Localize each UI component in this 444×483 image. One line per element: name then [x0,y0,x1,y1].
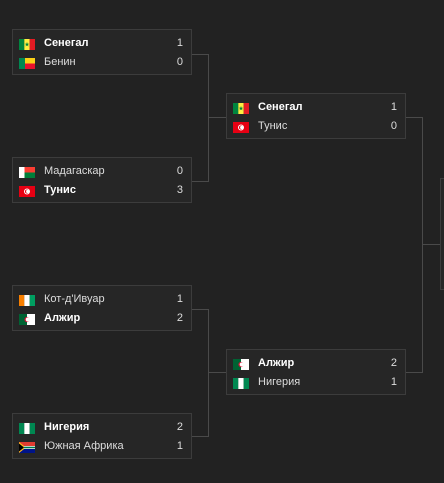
team-name: Алжир [258,357,295,369]
match-card[interactable]: Сенегал 1 Тунис 0 [226,93,406,139]
bracket-connector [208,309,209,437]
team-score: 3 [176,184,183,196]
bracket-connector [422,244,444,245]
team-name: Южная Африка [44,440,124,452]
team-name: Мадагаскар [44,165,105,177]
team-row[interactable]: Сенегал 1 [13,35,191,53]
team-score: 1 [390,101,397,113]
team-score: 1 [390,376,397,388]
team-score: 0 [176,56,183,68]
bracket-connector [192,181,208,182]
bracket-connector [192,54,208,55]
team-score: 2 [176,421,183,433]
team-name: Алжир [44,312,81,324]
team-row[interactable]: Алжир 2 [13,310,191,328]
team-score: 1 [176,37,183,49]
ivory-coast-flag-icon [19,295,35,306]
team-score: 0 [176,165,183,177]
benin-flag-icon [19,58,35,69]
team-row[interactable]: Южная Африка 1 [13,438,191,456]
bracket-connector [406,372,422,373]
team-row[interactable]: Кот-д'Ивуар 1 [13,291,191,309]
team-row[interactable]: Алжир 2 [227,355,405,373]
senegal-flag-icon [233,103,249,114]
team-row[interactable]: Мадагаскар 0 [13,163,191,181]
team-name: Сенегал [258,101,303,113]
team-score: 2 [390,357,397,369]
bracket-connector [406,117,422,118]
madagascar-flag-icon [19,167,35,178]
tunisia-flag-icon [19,186,35,197]
team-score: 0 [390,120,397,132]
nigeria-flag-icon [233,378,249,389]
match-card-final[interactable] [440,178,444,290]
team-name: Бенин [44,56,76,68]
team-row[interactable]: Тунис 3 [13,182,191,200]
bracket-connector [422,117,423,373]
team-row[interactable]: Бенин 0 [13,54,191,72]
bracket-connector [208,117,226,118]
team-name: Тунис [44,184,76,196]
match-card[interactable]: Кот-д'Ивуар 1 Алжир 2 [12,285,192,331]
team-score: 2 [176,312,183,324]
bracket-connector [192,309,208,310]
bracket-connector [208,54,209,182]
team-name: Сенегал [44,37,89,49]
algeria-flag-icon [19,314,35,325]
team-row[interactable]: Сенегал 1 [227,99,405,117]
team-row[interactable]: Тунис 0 [227,118,405,136]
team-name: Кот-д'Ивуар [44,293,105,305]
nigeria-flag-icon [19,423,35,434]
team-score: 1 [176,293,183,305]
match-card[interactable]: Сенегал 1 Бенин 0 [12,29,192,75]
tunisia-flag-icon [233,122,249,133]
south-africa-flag-icon [19,442,35,453]
team-name: Нигерия [44,421,90,433]
team-name: Нигерия [258,376,301,388]
bracket-connector [192,436,208,437]
match-card[interactable]: Нигерия 2 Южная Африка 1 [12,413,192,459]
team-name: Тунис [258,120,288,132]
team-row[interactable]: Нигерия 2 [13,419,191,437]
match-card[interactable]: Мадагаскар 0 Тунис 3 [12,157,192,203]
algeria-flag-icon [233,359,249,370]
bracket-connector [208,372,226,373]
senegal-flag-icon [19,39,35,50]
match-card[interactable]: Алжир 2 Нигерия 1 [226,349,406,395]
team-row[interactable]: Нигерия 1 [227,374,405,392]
team-score: 1 [176,440,183,452]
